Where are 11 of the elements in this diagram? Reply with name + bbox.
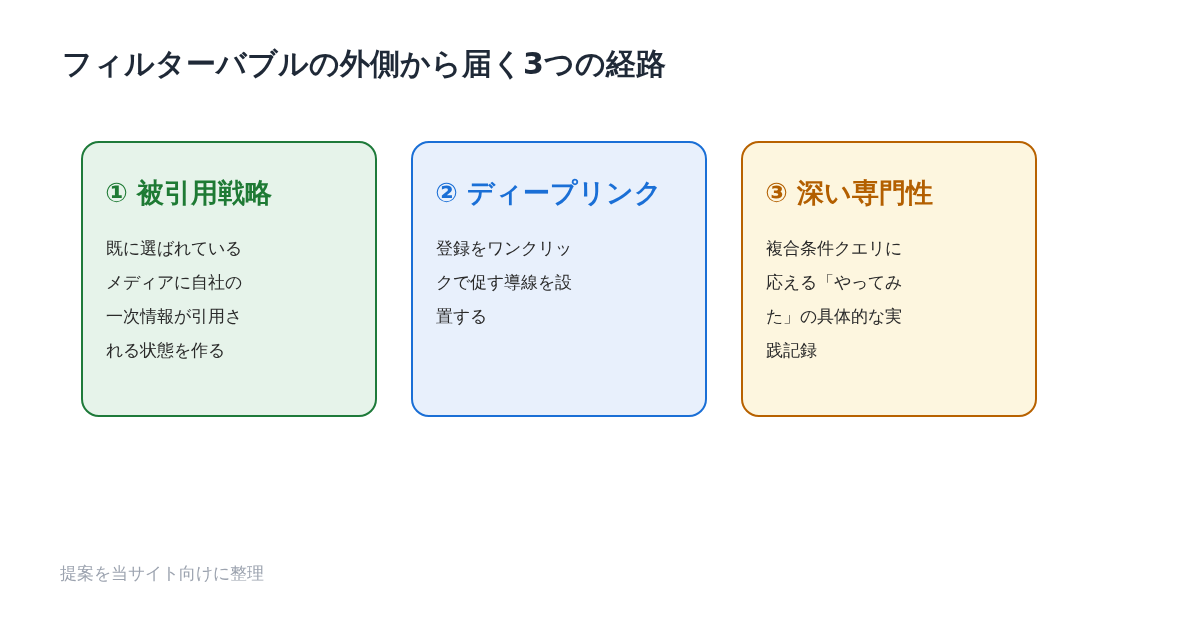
card-heading: ① 被引用戦略 [105, 176, 273, 210]
card-heading: ② ディープリンク [435, 176, 663, 210]
caption: 提案を当サイト向けに整理 [60, 562, 264, 585]
card-text: 既に選ばれているメディアに自社の一次情報が引用される状態を作る [106, 237, 243, 362]
card-text: 複合条件クエリに応える「やってみた」の具体的な実践記録 [766, 237, 903, 362]
card-heading: ③ 深い専門性 [765, 176, 934, 210]
card [741, 141, 1037, 417]
title: フィルターバブルの外側から届く3つの経路 [62, 45, 666, 83]
card-text: 登録をワンクリックで促す導線を設置する [436, 237, 573, 328]
card [81, 141, 377, 417]
card [411, 141, 707, 417]
